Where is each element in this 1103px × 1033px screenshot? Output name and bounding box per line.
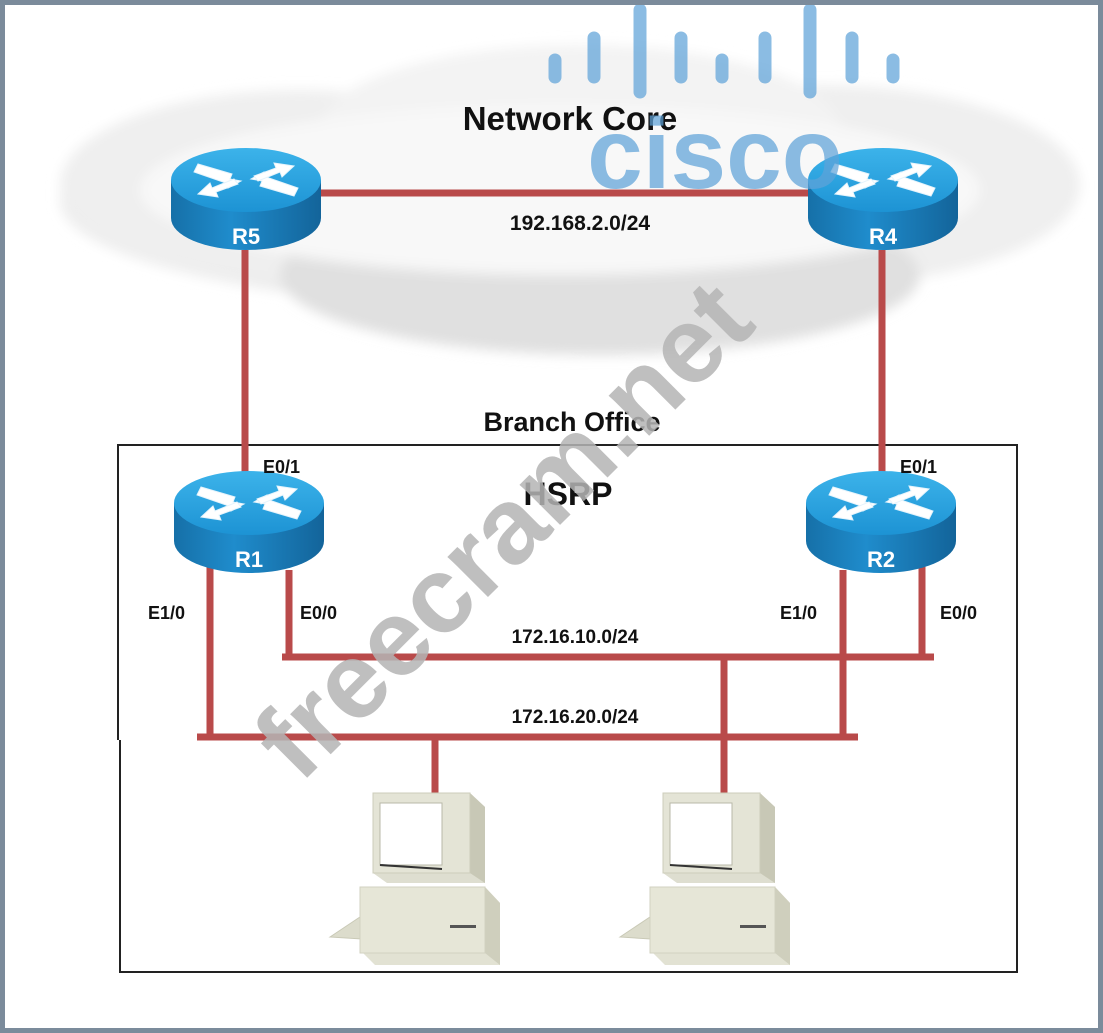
- r1-e0-0-label: E0/0: [300, 603, 337, 623]
- network-core-title: Network Core: [463, 100, 678, 137]
- network-diagram: R5 R4 R1 R2 Network Core 192.168.2.0/24 …: [60, 5, 1080, 973]
- branch-office-title: Branch Office: [483, 407, 660, 437]
- diagram-canvas: R5 R4 R1 R2 Network Core 192.168.2.0/24 …: [5, 5, 1098, 1028]
- r2-e1-0-label: E1/0: [780, 603, 817, 623]
- r2-e0-1-label: E0/1: [900, 457, 937, 477]
- r2-e0-0-label: E0/0: [940, 603, 977, 623]
- router-r5[interactable]: R5: [170, 147, 322, 251]
- subnet-label-172-16-20: 172.16.20.0/24: [512, 707, 639, 728]
- computer-icon: [619, 792, 791, 966]
- cisco-wordmark: cisco: [587, 98, 843, 210]
- router-r2-label: R2: [867, 547, 895, 572]
- router-r5-label: R5: [232, 224, 260, 249]
- router-r1-label: R1: [235, 547, 263, 572]
- router-r1[interactable]: R1: [173, 470, 325, 574]
- subnet-label-172-16-10: 172.16.10.0/24: [512, 627, 639, 648]
- branch-office-box: [117, 444, 1018, 973]
- router-r4[interactable]: R4: [807, 147, 959, 251]
- router-r4-label: R4: [869, 224, 898, 249]
- host-pc1[interactable]: [329, 792, 501, 966]
- router-r2[interactable]: R2: [805, 470, 957, 574]
- subnet-label-192-168-2: 192.168.2.0/24: [510, 212, 650, 235]
- cisco-logo-watermark: cisco: [548, 5, 900, 210]
- r1-e0-1-label: E0/1: [263, 457, 300, 477]
- r1-e1-0-label: E1/0: [148, 603, 185, 623]
- hsrp-label: HSRP: [524, 476, 613, 512]
- links: [197, 189, 934, 795]
- computer-icon: [329, 792, 501, 966]
- host-pc2[interactable]: [619, 792, 791, 966]
